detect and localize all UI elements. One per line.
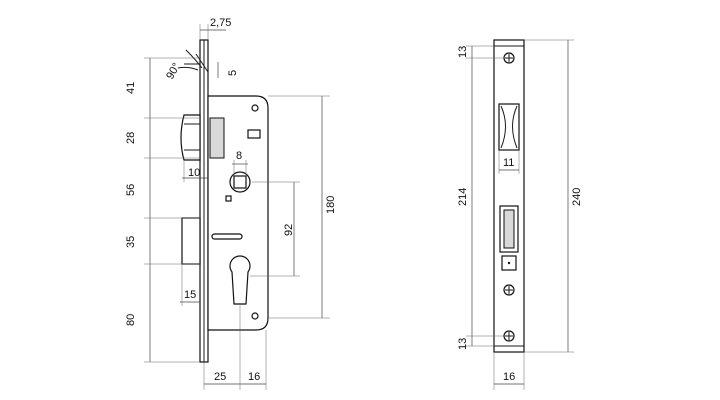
dim-label-80: 80	[125, 314, 137, 326]
faceplate-screw-middle	[503, 284, 515, 296]
dim-label-35: 35	[125, 236, 137, 248]
dim-label-11: 11	[503, 157, 514, 169]
deadbolt	[181, 217, 201, 265]
dim-label-16-faceplate: 16	[503, 371, 515, 383]
spindle-follower	[229, 171, 251, 193]
faceplate-deadbolt-opening	[499, 205, 519, 253]
dim-label-5: 5	[227, 70, 239, 76]
dim-label-28: 28	[125, 132, 137, 144]
faceplate-view: 13 11 214 240 13 16	[457, 39, 583, 390]
faceplate-outline	[493, 39, 525, 353]
dim-label-10: 10	[188, 167, 200, 179]
faceplate-latch-opening	[498, 103, 520, 151]
dim-label-16-front: 16	[248, 371, 260, 383]
case-long-slot	[211, 233, 243, 240]
dim-label-15: 15	[184, 289, 196, 301]
dim-label-240: 240	[571, 188, 583, 206]
front-view: 2,75 90° 5 41 28 8 10 56 180 92 35 15 80…	[125, 17, 337, 390]
cylinder-cutout	[229, 255, 251, 305]
dim-label-214: 214	[457, 188, 469, 206]
dim-label-92: 92	[283, 224, 295, 236]
dim-label-41: 41	[125, 82, 137, 94]
case-slot	[247, 129, 261, 139]
faceplate-screw-top	[503, 52, 515, 64]
dim-label-56: 56	[125, 184, 137, 196]
lever-swing-arc	[185, 49, 203, 69]
dim-label-13-top: 13	[457, 46, 469, 58]
case-screw-bottom	[251, 312, 259, 320]
latch-bolt	[180, 114, 225, 161]
dim-label-13-bottom: 13	[457, 338, 469, 350]
case-screw-top	[251, 104, 259, 112]
dim-label-8: 8	[236, 150, 242, 162]
dim-label-90deg: 90°	[164, 61, 183, 81]
faceplate-screw-bottom	[503, 330, 515, 342]
dim-label-25: 25	[214, 371, 226, 383]
dim-label-180: 180	[325, 196, 337, 214]
case-small-hole	[225, 195, 232, 202]
dim-label-2-75: 2,75	[210, 17, 231, 29]
